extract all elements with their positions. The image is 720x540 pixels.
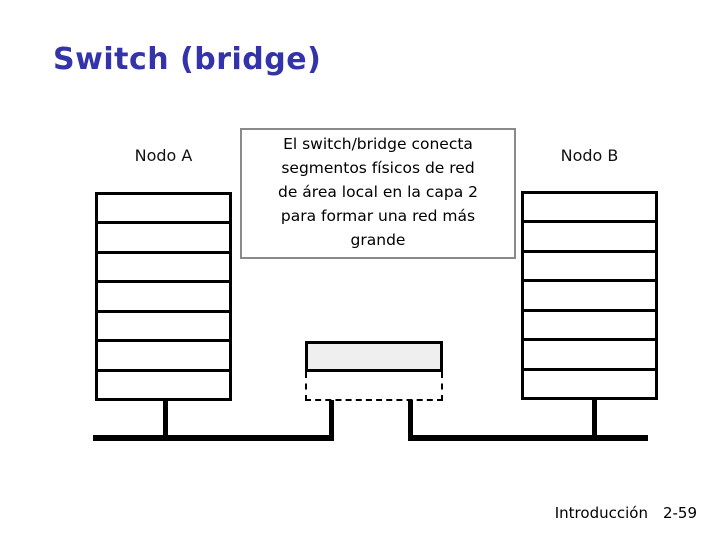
stack-row [524, 308, 655, 339]
footer-section-label: Introducción [554, 504, 648, 522]
slide-title: Switch (bridge) [53, 42, 322, 77]
lan-segment-right [409, 435, 648, 441]
stack-row [524, 367, 655, 397]
switch-description-callout: El switch/bridge conecta segmentos físic… [240, 128, 516, 259]
switch-box [305, 341, 443, 372]
switch-dashed-extension [305, 372, 443, 401]
switch-left-connector-line [329, 400, 334, 441]
stack-row [98, 339, 229, 369]
node-b-protocol-stack [521, 191, 658, 400]
footer-page-number: 2-59 [662, 504, 697, 522]
node-b-connector-line [592, 400, 597, 441]
stack-row [98, 309, 229, 340]
node-b-label: Nodo B [560, 146, 619, 165]
switch-right-connector-line [408, 400, 413, 441]
stack-row [98, 221, 229, 251]
stack-row [98, 280, 229, 310]
stack-row [524, 220, 655, 250]
stack-row [98, 250, 229, 281]
slide-footer: Introducción 2-59 [555, 504, 697, 522]
stack-row [98, 195, 229, 222]
stack-row [524, 249, 655, 280]
stack-row [524, 338, 655, 368]
stack-row [524, 279, 655, 309]
node-a-protocol-stack [95, 192, 232, 401]
stack-row [524, 194, 655, 221]
node-a-connector-line [163, 400, 168, 441]
lan-segment-left [93, 435, 333, 441]
stack-row [98, 368, 229, 398]
node-a-label: Nodo A [134, 146, 193, 165]
